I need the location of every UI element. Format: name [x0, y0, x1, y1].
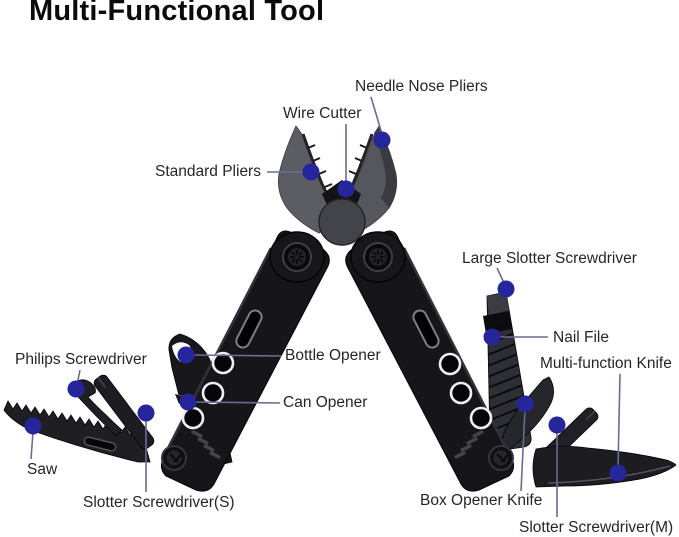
- callout-dot-needle-nose: [373, 131, 391, 149]
- right-handle-screw: [488, 445, 514, 471]
- large-slotted-tip: [487, 292, 509, 315]
- right-handle-hole-3: [469, 406, 493, 430]
- label-needle-nose-pliers: Needle Nose Pliers: [355, 78, 488, 95]
- label-can-opener: Can Opener: [283, 394, 368, 411]
- callout-dot-can-opener: [179, 393, 197, 411]
- right-pivot: [350, 231, 406, 283]
- philips-screwdriver-tool: [73, 379, 123, 437]
- label-saw: Saw: [27, 461, 58, 478]
- callout-dot-slotter-s: [137, 404, 155, 422]
- left-pivot: [269, 231, 325, 283]
- left-handle-slot: [235, 309, 263, 349]
- callout-dot-large-slotter: [497, 280, 515, 298]
- leader-needle-nose: [370, 96, 383, 135]
- leader-saw: [30, 431, 34, 460]
- file-hatching: [487, 309, 532, 451]
- label-nail-file: Nail File: [553, 329, 609, 346]
- label-standard-pliers: Standard Pliers: [155, 163, 261, 180]
- callout-dot-multi-function-knife: [609, 464, 627, 482]
- right-handle-hole-2: [449, 381, 473, 405]
- leader-multi-function-knife: [617, 373, 621, 469]
- head-boss: [318, 198, 366, 246]
- left-handle-hole-2: [201, 381, 225, 405]
- right-handle-slot: [412, 309, 440, 349]
- saw-slot: [83, 436, 117, 452]
- label-box-opener-knife: Box Opener Knife: [420, 492, 543, 509]
- label-slotter-screwdriver-m: Slotter Screwdriver(M): [519, 519, 674, 536]
- label-large-slotter-screwdriver: Large Slotter Screwdriver: [462, 250, 637, 267]
- callout-dot-box-opener: [516, 395, 534, 413]
- right-handle-edge-highlight: [402, 247, 512, 457]
- left-handle-edge-highlight: [162, 247, 273, 457]
- left-handle-vents: [191, 430, 221, 459]
- page-title: Multi-Functional Tool: [29, 0, 325, 27]
- label-multi-function-knife: Multi-function Knife: [540, 355, 672, 372]
- callout-dots: [24, 131, 627, 482]
- main-knife-blade: [532, 445, 677, 488]
- leader-box-opener: [520, 408, 526, 492]
- callout-dot-slotter-m: [548, 416, 566, 434]
- leader-can-opener: [192, 401, 281, 404]
- callout-dot-wire-cutter: [337, 180, 355, 198]
- label-bottle-opener: Bottle Opener: [285, 347, 381, 364]
- label-slotter-screwdriver-s: Slotter Screwdriver(S): [83, 494, 235, 511]
- right-handle-hole-1: [438, 352, 462, 376]
- leader-bottle-opener: [190, 354, 282, 357]
- left-handle-screw: [161, 445, 187, 471]
- callout-dot-philips: [67, 380, 85, 398]
- slotted-screwdriver-s-tool: [93, 374, 155, 450]
- right-handle-vents: [454, 430, 484, 459]
- label-wire-cutter: Wire Cutter: [283, 105, 362, 122]
- handles: [160, 230, 515, 492]
- left-handle: [160, 230, 330, 492]
- callout-dot-standard-pliers: [302, 163, 320, 181]
- right-handle: [345, 230, 515, 492]
- callout-dot-saw: [24, 417, 42, 435]
- callout-dot-nail-file: [483, 328, 501, 346]
- left-handle-hole-3: [181, 406, 205, 430]
- file-band: [483, 311, 512, 334]
- callout-dot-bottle-opener: [177, 346, 195, 364]
- left-handle-hole-1: [211, 351, 235, 375]
- label-philips-screwdriver: Philips Screwdriver: [15, 351, 147, 368]
